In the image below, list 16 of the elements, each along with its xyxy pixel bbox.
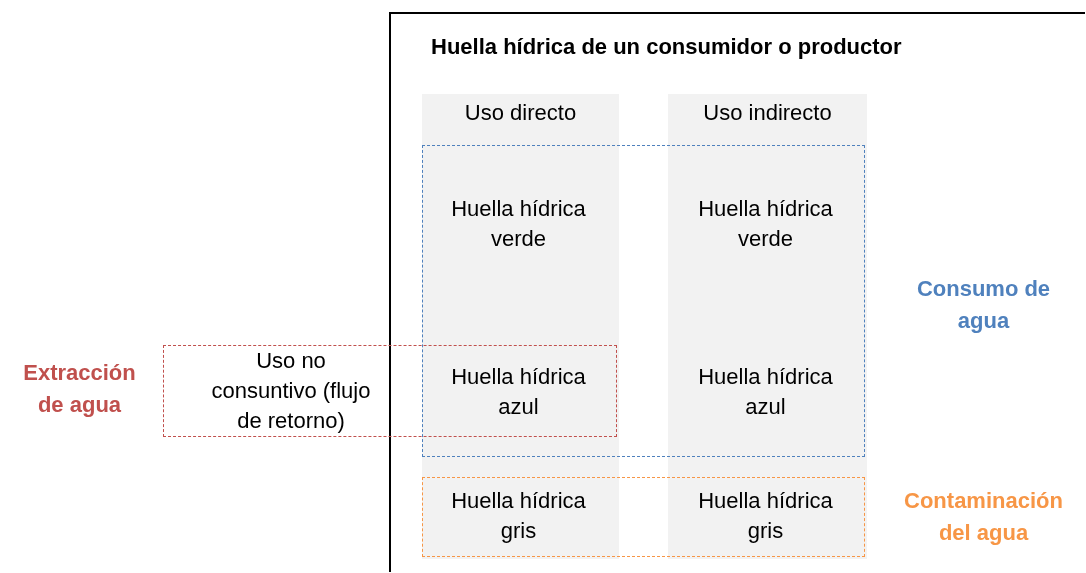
region-text: Uso no consuntivo (flujo de retorno) (210, 347, 372, 435)
footprint-label: Huella hídrica gris (666, 484, 865, 548)
region-label: Contaminación del agua (903, 487, 1064, 547)
region-label: Consumo de agua (915, 275, 1052, 335)
outer-frame (389, 12, 1085, 572)
footprint-label: Huella hídrica gris (420, 484, 617, 548)
footprint-label: Huella hídrica azul (420, 360, 617, 424)
footprint-label: Huella hídrica azul (666, 360, 865, 424)
column-header: Uso indirecto (702, 99, 833, 127)
region-label: Extracción de agua (22, 359, 137, 419)
column-band (422, 94, 619, 559)
column-header: Uso directo (463, 99, 578, 127)
frame-heading: Huella hídrica de un consumidor o productor (431, 33, 903, 61)
column-band (668, 94, 867, 559)
footprint-label: Huella hídrica verde (420, 192, 617, 256)
footprint-label: Huella hídrica verde (666, 192, 865, 256)
